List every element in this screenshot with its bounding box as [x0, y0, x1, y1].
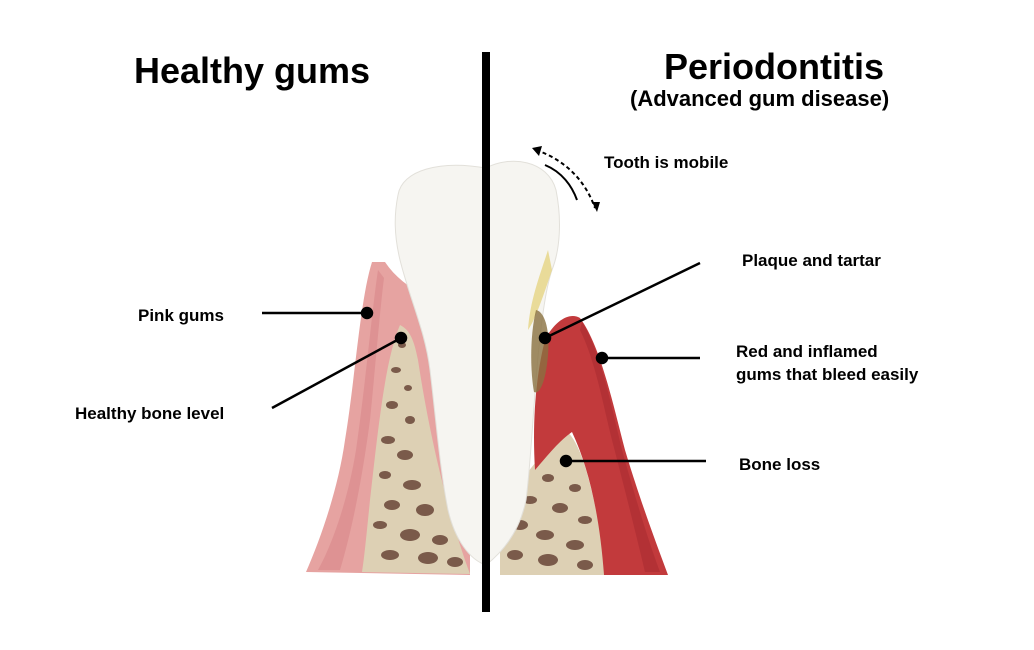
plaque-tartar-deposit [528, 250, 552, 330]
healthy-gums-title: Healthy gums [134, 50, 371, 91]
healthy-side-illustration [306, 164, 486, 575]
healthy-gum-shade [318, 270, 384, 570]
healthy-tooth [394, 164, 486, 566]
tooth-mobile-arrows [532, 146, 600, 212]
periodontitis-subtitle: (Advanced gum disease) [630, 86, 890, 111]
inflamed-gum-shade [580, 322, 660, 572]
red-inflamed-gums-label: Red and inflamed gums that bleed easily [736, 342, 919, 384]
healthy-bone-pores [373, 342, 463, 567]
bone-loss-label: Bone loss [739, 455, 821, 474]
divider-line [482, 52, 490, 612]
tooth-mobile-label: Tooth is mobile [604, 153, 729, 172]
diseased-bone [500, 430, 604, 575]
tartar-deposit [531, 310, 549, 393]
disease-side-illustration [486, 160, 668, 575]
periodontitis-title: Periodontitis [664, 46, 885, 87]
leader-lines [262, 261, 706, 468]
pink-gums-label: Pink gums [138, 306, 224, 325]
plaque-tartar-label: Plaque and tartar [742, 251, 881, 270]
healthy-bone-level-label: Healthy bone level [75, 404, 225, 423]
healthy-bone [362, 325, 470, 574]
